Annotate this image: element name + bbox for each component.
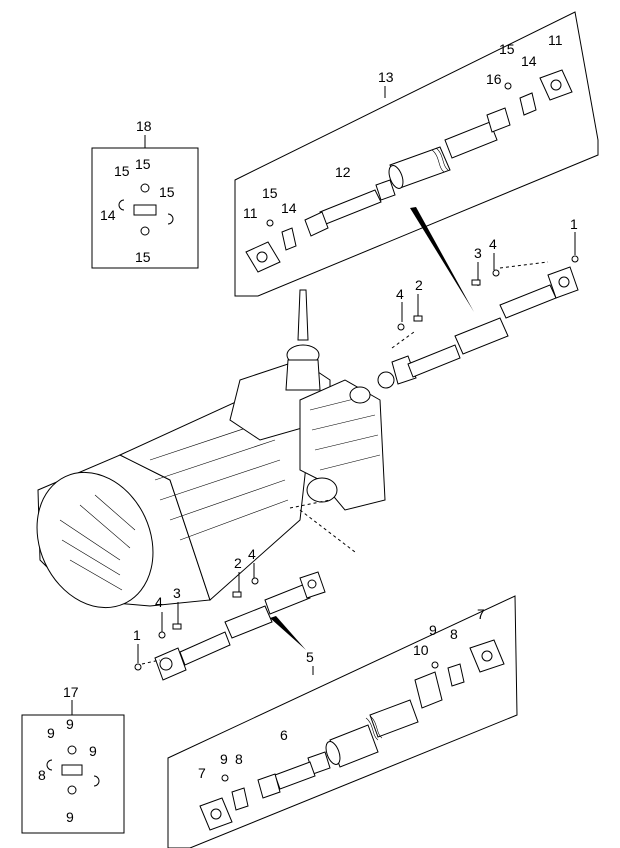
callout-13: 13 xyxy=(378,69,394,85)
callout-7-upper: 7 xyxy=(477,606,485,622)
lower-shaft-assembly xyxy=(134,563,326,681)
callout-3-upper: 3 xyxy=(474,245,482,261)
callout-15-inset-a: 15 xyxy=(135,156,151,172)
callout-4-upper-right: 4 xyxy=(489,236,497,252)
callout-11-left: 11 xyxy=(243,205,258,221)
callout-9-upper: 9 xyxy=(429,622,437,638)
rear-shaft-tube xyxy=(245,69,573,273)
callout-14-mid: 14 xyxy=(281,200,297,216)
callout-9-inset-c: 9 xyxy=(89,743,97,759)
callout-15-inset-b: 15 xyxy=(114,163,130,179)
inset-18 xyxy=(91,135,199,269)
rear-propeller-shaft-panel xyxy=(234,11,599,297)
callout-8-lower: 8 xyxy=(235,751,243,767)
callout-11-top: 11 xyxy=(548,32,563,48)
callout-14-inset: 14 xyxy=(100,207,116,223)
callout-9-inset-a: 9 xyxy=(66,716,74,732)
callout-7-lower: 7 xyxy=(198,765,206,781)
transmission-assembly xyxy=(36,289,386,609)
callout-4-lower-left: 4 xyxy=(155,594,163,610)
callout-2-lower: 2 xyxy=(234,555,242,571)
upper-shaft-assembly xyxy=(377,232,579,389)
callout-14-top: 14 xyxy=(521,53,537,69)
callout-17: 17 xyxy=(63,684,79,700)
callout-15-mid: 15 xyxy=(262,185,278,201)
indicator-wedge-upper xyxy=(410,207,474,312)
callout-15-top: 15 xyxy=(499,41,515,57)
callout-9-lower: 9 xyxy=(220,751,228,767)
callout-6: 6 xyxy=(280,727,288,743)
callout-4-upper-left: 4 xyxy=(396,286,404,302)
callout-3-lower: 3 xyxy=(173,585,181,601)
callout-5: 5 xyxy=(306,649,314,665)
front-propeller-shaft-panel xyxy=(167,595,518,848)
callout-12: 12 xyxy=(335,164,351,180)
callout-9-inset-b: 9 xyxy=(47,725,55,741)
callout-15-inset-c: 15 xyxy=(159,184,175,200)
callout-8-inset: 8 xyxy=(38,767,46,783)
callout-16: 16 xyxy=(486,71,502,87)
callout-labels: 13 15 14 11 16 12 15 11 14 18 15 15 15 1… xyxy=(38,32,578,825)
callout-10: 10 xyxy=(413,642,429,658)
callout-2-upper: 2 xyxy=(415,277,423,293)
inset-17 xyxy=(21,700,125,834)
callout-4-lower-right: 4 xyxy=(248,546,256,562)
indicator-wedge-lower xyxy=(270,616,306,650)
front-shaft-exploded xyxy=(199,639,505,831)
callout-1-upper: 1 xyxy=(570,216,578,232)
callout-8-upper: 8 xyxy=(450,626,458,642)
callout-9-inset-d: 9 xyxy=(66,809,74,825)
callout-1-lower: 1 xyxy=(133,627,141,643)
callout-18: 18 xyxy=(136,118,152,134)
callout-15-inset-d: 15 xyxy=(135,249,151,265)
